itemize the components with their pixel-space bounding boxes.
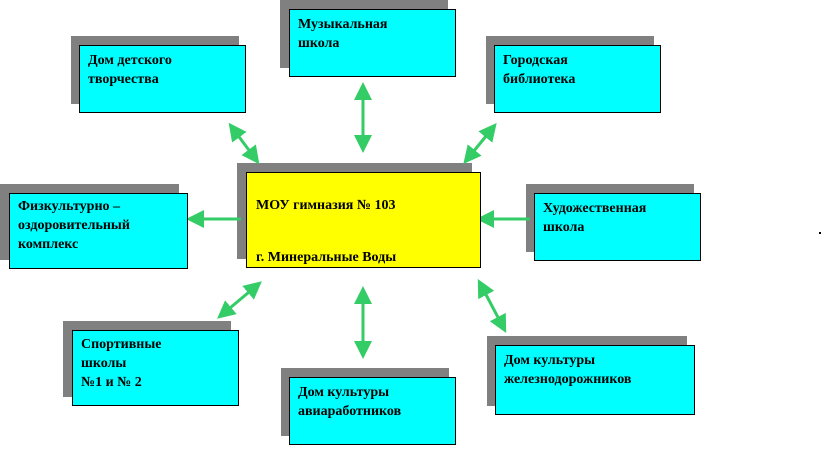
- arrow-dom-detskogo: [228, 122, 260, 165]
- arrow-zheleznodorozhnikov: [477, 279, 507, 333]
- arrow-gorodskaya: [463, 123, 497, 164]
- node-khudozhestvennaya: Художественная школа: [534, 193, 701, 261]
- node-aviarabotnikov: Дом культуры авиаработников: [289, 377, 456, 445]
- node-gorodskaya: Городская библиотека: [494, 45, 661, 113]
- node-dom-detskogo: Дом детского творчества: [79, 45, 246, 113]
- node-fizkultura: Физкультурно – оздоровительный комплекс: [9, 193, 188, 269]
- arrow-sportivnye: [217, 281, 262, 319]
- node-sportivnye: Спортивные школы №1 и № 2: [72, 330, 239, 406]
- node-center: МОУ гимназия № 103 г. Минеральные Воды: [246, 172, 481, 268]
- stray-mark: [819, 232, 821, 234]
- node-zheleznodorozhnikov: Дом культуры железнодорожников: [495, 345, 695, 415]
- node-muzykalnaya: Музыкальная школа: [289, 9, 456, 77]
- center-title: МОУ гимназия № 103: [256, 198, 396, 213]
- center-city: г. Минеральные Воды: [256, 250, 397, 265]
